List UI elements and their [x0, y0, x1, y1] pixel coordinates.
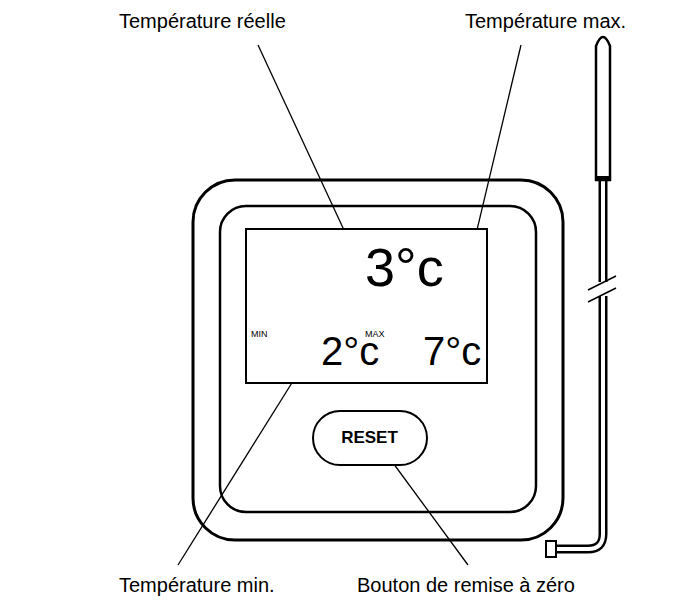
reset-text: RESET: [341, 429, 398, 446]
probe-collar: [596, 176, 610, 180]
callout-label: Température min.: [117, 574, 277, 596]
leader-line: [178, 370, 300, 565]
housing-outer: [193, 180, 563, 540]
break-mark: [588, 276, 616, 290]
leader-line: [385, 452, 468, 565]
housing-inner: [220, 206, 536, 512]
callout-label: Température max.: [463, 10, 628, 32]
current-temperature: 3°c: [365, 240, 444, 294]
max-tag: MAX: [365, 330, 385, 339]
leader-line: [258, 45, 350, 243]
lcd-display: 3°cMIN2°cMAX7°c: [245, 228, 488, 384]
reset-button: RESET: [312, 410, 428, 466]
break-mark: [588, 288, 616, 302]
callout-label: Température réelle: [117, 10, 288, 32]
probe-cable-core: [548, 175, 603, 549]
probe-tip: [596, 37, 610, 180]
max-temperature: 7°c: [423, 331, 481, 371]
probe-cable: [548, 175, 603, 549]
cable-sleeve: [546, 541, 556, 557]
min-tag: MIN: [251, 330, 268, 339]
callout-label: Bouton de remise à zéro: [355, 574, 577, 596]
